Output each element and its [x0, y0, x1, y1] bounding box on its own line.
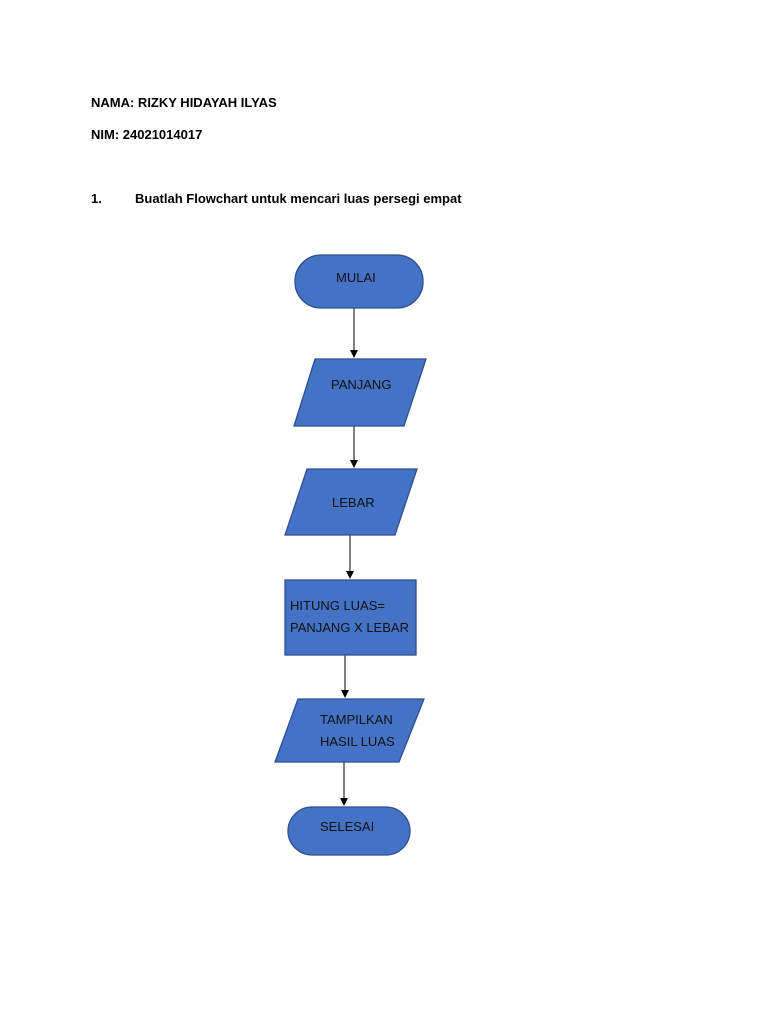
output-label-line-2: HASIL LUAS	[320, 734, 395, 749]
start-label: MULAI	[336, 270, 376, 285]
question-text: Buatlah Flowchart untuk mencari luas per…	[135, 191, 462, 206]
output-hasil-shape	[274, 698, 425, 763]
end-label: SELESAI	[320, 819, 375, 834]
process-luas-shape	[284, 579, 417, 656]
input-lebar-label: LEBAR	[332, 495, 375, 510]
nim-line: NIM: 24021014017	[91, 127, 203, 142]
process-label-line-1: HITUNG LUAS=	[290, 598, 385, 613]
input-panjang-shape	[293, 358, 427, 427]
question-number: 1.	[91, 191, 102, 206]
name-line: NAMA: RIZKY HIDAYAH ILYAS	[91, 95, 277, 110]
input-lebar-shape	[284, 468, 418, 536]
end-terminator-shape	[287, 806, 411, 856]
output-label-line-1: TAMPILKAN	[320, 712, 393, 727]
process-label-line-2: PANJANG X LEBAR	[290, 620, 409, 635]
input-panjang-label: PANJANG	[331, 377, 392, 392]
start-terminator-shape	[294, 254, 424, 309]
